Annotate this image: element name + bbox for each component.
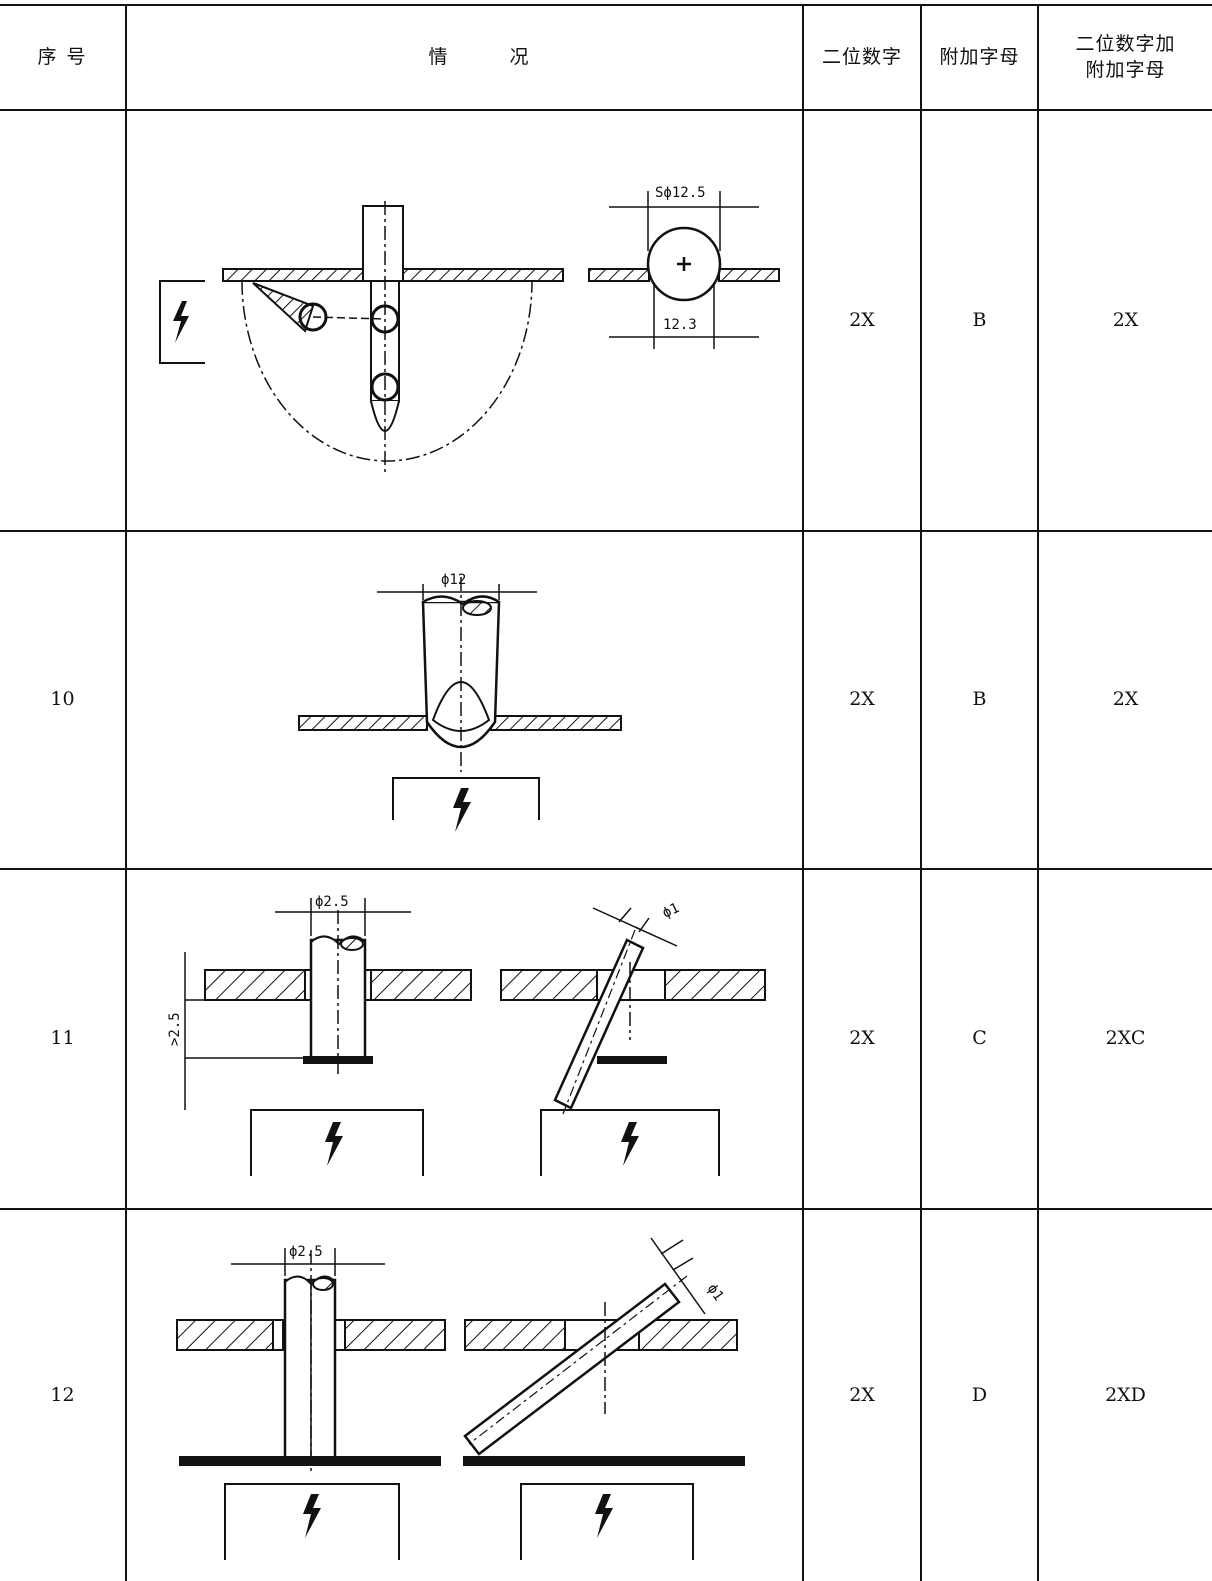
wire-dia-label: ϕ1 (704, 1281, 727, 1304)
test-rod-2-5-drawing: ϕ2.5 >2.5 ϕ1 (167, 894, 766, 1176)
table-rule-row1 (0, 530, 1212, 532)
row-4-combined: 2XD (1105, 1383, 1146, 1406)
row-1-letter: B (972, 308, 987, 331)
header-two-digit-letter: 二位数字加 附加字母 (1039, 6, 1212, 109)
table-col-rule-1 (125, 4, 127, 1581)
test-wire-1-drawing: ϕ2.5 ϕ1 (176, 1237, 745, 1560)
rigid-test-finger-drawing: ϕ12 (298, 572, 622, 832)
plate-right-a (464, 1319, 566, 1351)
header-situation: 情 况 (428, 45, 557, 68)
row-4-seq: 12 (50, 1383, 75, 1406)
hazard-bracket-right (520, 1483, 694, 1560)
row-2-letter: B (972, 688, 987, 711)
hazard-bolt-icon-right (595, 1494, 613, 1538)
header-two-digit: 二位数字 (821, 45, 902, 68)
plate-sphere-right (718, 268, 780, 282)
hole-dia-label: 12.3 (663, 317, 697, 333)
bent-finger (252, 282, 315, 333)
hazard-bolt-icon-left (303, 1494, 321, 1538)
row-1-figure: Sϕ12.5 12.3 (127, 111, 802, 530)
plate-left (298, 715, 428, 731)
table-rule-row2 (0, 868, 1212, 870)
plate-left-b (344, 1319, 446, 1351)
hazard-bolt-icon-right (621, 1122, 639, 1166)
row-4-letter: D (971, 1383, 988, 1406)
plate-left-a (204, 969, 306, 1001)
row-4-figure: ϕ2.5 ϕ1 (127, 1210, 802, 1581)
finger-dia-label: ϕ12 (441, 572, 466, 588)
row-2-combined: 2X (1112, 688, 1139, 711)
plate-right-a (500, 969, 598, 1001)
barrier-left (179, 1456, 441, 1466)
sweep-arc (241, 280, 533, 462)
rod-dia-label: ϕ2.5 (315, 894, 349, 910)
sphere-dia-label: Sϕ12.5 (655, 185, 706, 201)
barrier-right (597, 1056, 667, 1064)
row-3-letter: C (972, 1027, 987, 1050)
row-3-seq: 11 (50, 1027, 75, 1050)
row-3-two-digit: 2X (849, 1027, 875, 1050)
row-2-figure: ϕ12 (127, 532, 802, 868)
row-2-seq: 10 (50, 688, 75, 711)
joint-1 (370, 304, 400, 334)
header-two-digit-letter-line2: 附加字母 (1085, 58, 1166, 81)
hazard-bracket-left (250, 1109, 424, 1176)
row-3-figure: ϕ2.5 >2.5 ϕ1 (127, 870, 802, 1208)
barrier-right (463, 1456, 745, 1466)
header-seq: 序 号 (37, 45, 88, 68)
plate-sphere-left (588, 268, 650, 282)
hazard-bracket (392, 777, 540, 820)
hazard-bracket-right (540, 1109, 720, 1176)
table-rule-top (0, 4, 1212, 6)
plate-right (490, 715, 622, 731)
row-4-two-digit: 2X (849, 1383, 875, 1406)
probe-shaft (362, 205, 404, 282)
test-wire (463, 1282, 681, 1456)
hazard-bracket (159, 280, 205, 364)
row-1-seq (0, 111, 125, 530)
test-rod (283, 1278, 337, 1460)
test-wire (553, 938, 645, 1110)
rod-dia-label: ϕ2.5 (289, 1244, 323, 1260)
header-two-digit-letter-line1: 二位数字加 (1075, 32, 1176, 55)
hazard-bolt-icon (453, 788, 471, 832)
enclosure-plate-left (222, 268, 364, 282)
joint-2 (370, 372, 400, 402)
enclosure-plate-right (402, 268, 564, 282)
header-letter: 附加字母 (939, 45, 1020, 68)
depth-label: >2.5 (167, 1012, 183, 1046)
table-col-rule-2 (802, 4, 804, 1581)
plate-left-a (176, 1319, 274, 1351)
wire-dia-label: ϕ1 (660, 900, 682, 922)
hazard-bolt-icon (173, 301, 189, 343)
row-2-two-digit: 2X (849, 688, 875, 711)
table-rule-header (0, 109, 1212, 111)
hazard-bracket-left (224, 1483, 400, 1560)
finger-body (421, 600, 501, 749)
plate-right-b (638, 1319, 738, 1351)
table-col-rule-4 (1037, 4, 1039, 1581)
row-3-combined: 2XC (1105, 1027, 1146, 1050)
plate-right-b (664, 969, 766, 1001)
jointed-test-finger-drawing: Sϕ12.5 12.3 (159, 185, 780, 473)
barrier-left (303, 1056, 373, 1064)
row-1-combined: 2X (1112, 308, 1139, 331)
plate-left-b (370, 969, 472, 1001)
row-1-two-digit: 2X (849, 308, 875, 331)
table-rule-row3 (0, 1208, 1212, 1210)
table-col-rule-3 (920, 4, 922, 1581)
hazard-bolt-icon-left (325, 1122, 343, 1166)
